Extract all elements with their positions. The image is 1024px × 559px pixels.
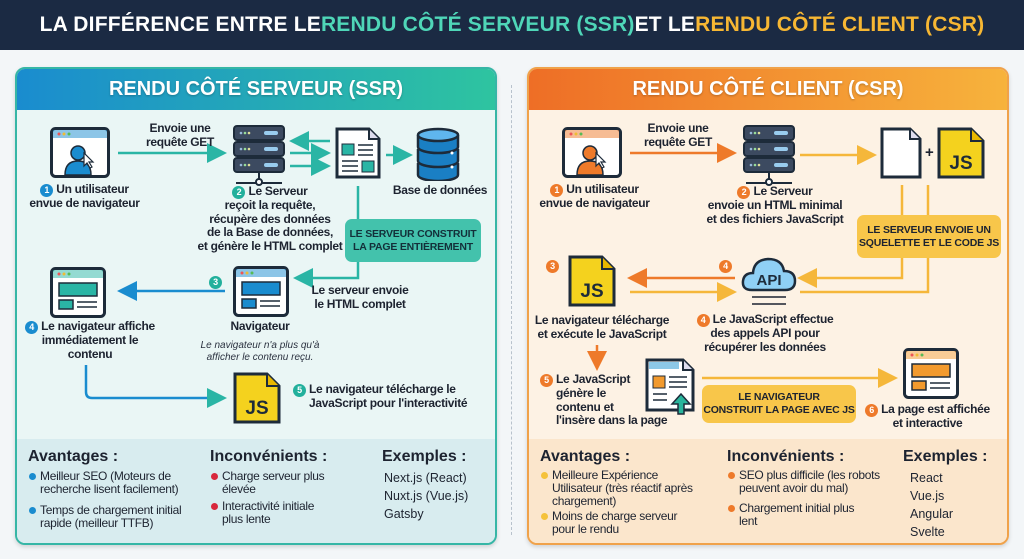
rendered-page-icon <box>903 348 959 405</box>
database-label: Base de données <box>392 183 488 197</box>
blank-html-icon <box>880 127 922 184</box>
ssr-heading: RENDU CÔTÉ SERVEUR (SSR) <box>17 69 495 110</box>
page-title: LA DIFFÉRENCE ENTRE LE RENDU CÔTÉ SERVEU… <box>0 0 1024 50</box>
server-icon <box>742 125 796 192</box>
js-file-icon: JS <box>568 255 616 312</box>
server-icon <box>232 125 286 192</box>
title-csr: RENDU CÔTÉ CLIENT (CSR) <box>695 13 985 36</box>
browser-page-icon <box>233 266 289 323</box>
js-file-icon: JS <box>233 372 281 429</box>
csr-step4-badge: 4 <box>719 259 735 273</box>
ssr-summary <box>17 439 495 543</box>
title-text: LA DIFFÉRENCE ENTRE LE <box>39 13 321 36</box>
title-text: ET LE <box>634 13 696 36</box>
ssr-examples-title: Exemples : <box>382 448 467 465</box>
database-icon <box>415 125 461 186</box>
doc-upload-icon <box>645 358 697 421</box>
user-browser-icon <box>50 127 110 184</box>
svg-text:API: API <box>756 272 781 289</box>
csr-summary <box>529 439 1007 543</box>
svg-text:JS: JS <box>245 398 268 419</box>
rendered-browser-icon <box>50 267 106 324</box>
api-cloud-icon: API <box>740 254 798 299</box>
browser-label: Navigateur <box>230 319 290 333</box>
divider <box>511 85 512 535</box>
ssr-advantages-title: Avantages : <box>28 448 119 465</box>
js-file-icon: JS <box>937 127 985 184</box>
ssr-disadvantages-title: Inconvénients : <box>210 448 328 465</box>
csr-disadvantages-title: Inconvénients : <box>727 448 845 465</box>
csr-step3-badge: 3 <box>546 259 562 273</box>
csr-advantages-title: Avantages : <box>540 448 631 465</box>
csr-heading: RENDU CÔTÉ CLIENT (CSR) <box>529 69 1007 110</box>
svg-text:JS: JS <box>580 281 603 302</box>
svg-text:JS: JS <box>949 153 972 174</box>
user-browser-icon <box>562 127 622 184</box>
title-ssr: RENDU CÔTÉ SERVEUR (SSR) <box>320 13 635 36</box>
plus-sign: + <box>925 144 934 161</box>
csr-examples-title: Exemples : <box>903 448 988 465</box>
ssr-step3-badge: 3 <box>209 275 225 289</box>
html-document-icon <box>335 127 381 184</box>
ssr-examples-list: Next.js (React)Nuxt.js (Vue.js)Gatsby <box>384 471 469 521</box>
